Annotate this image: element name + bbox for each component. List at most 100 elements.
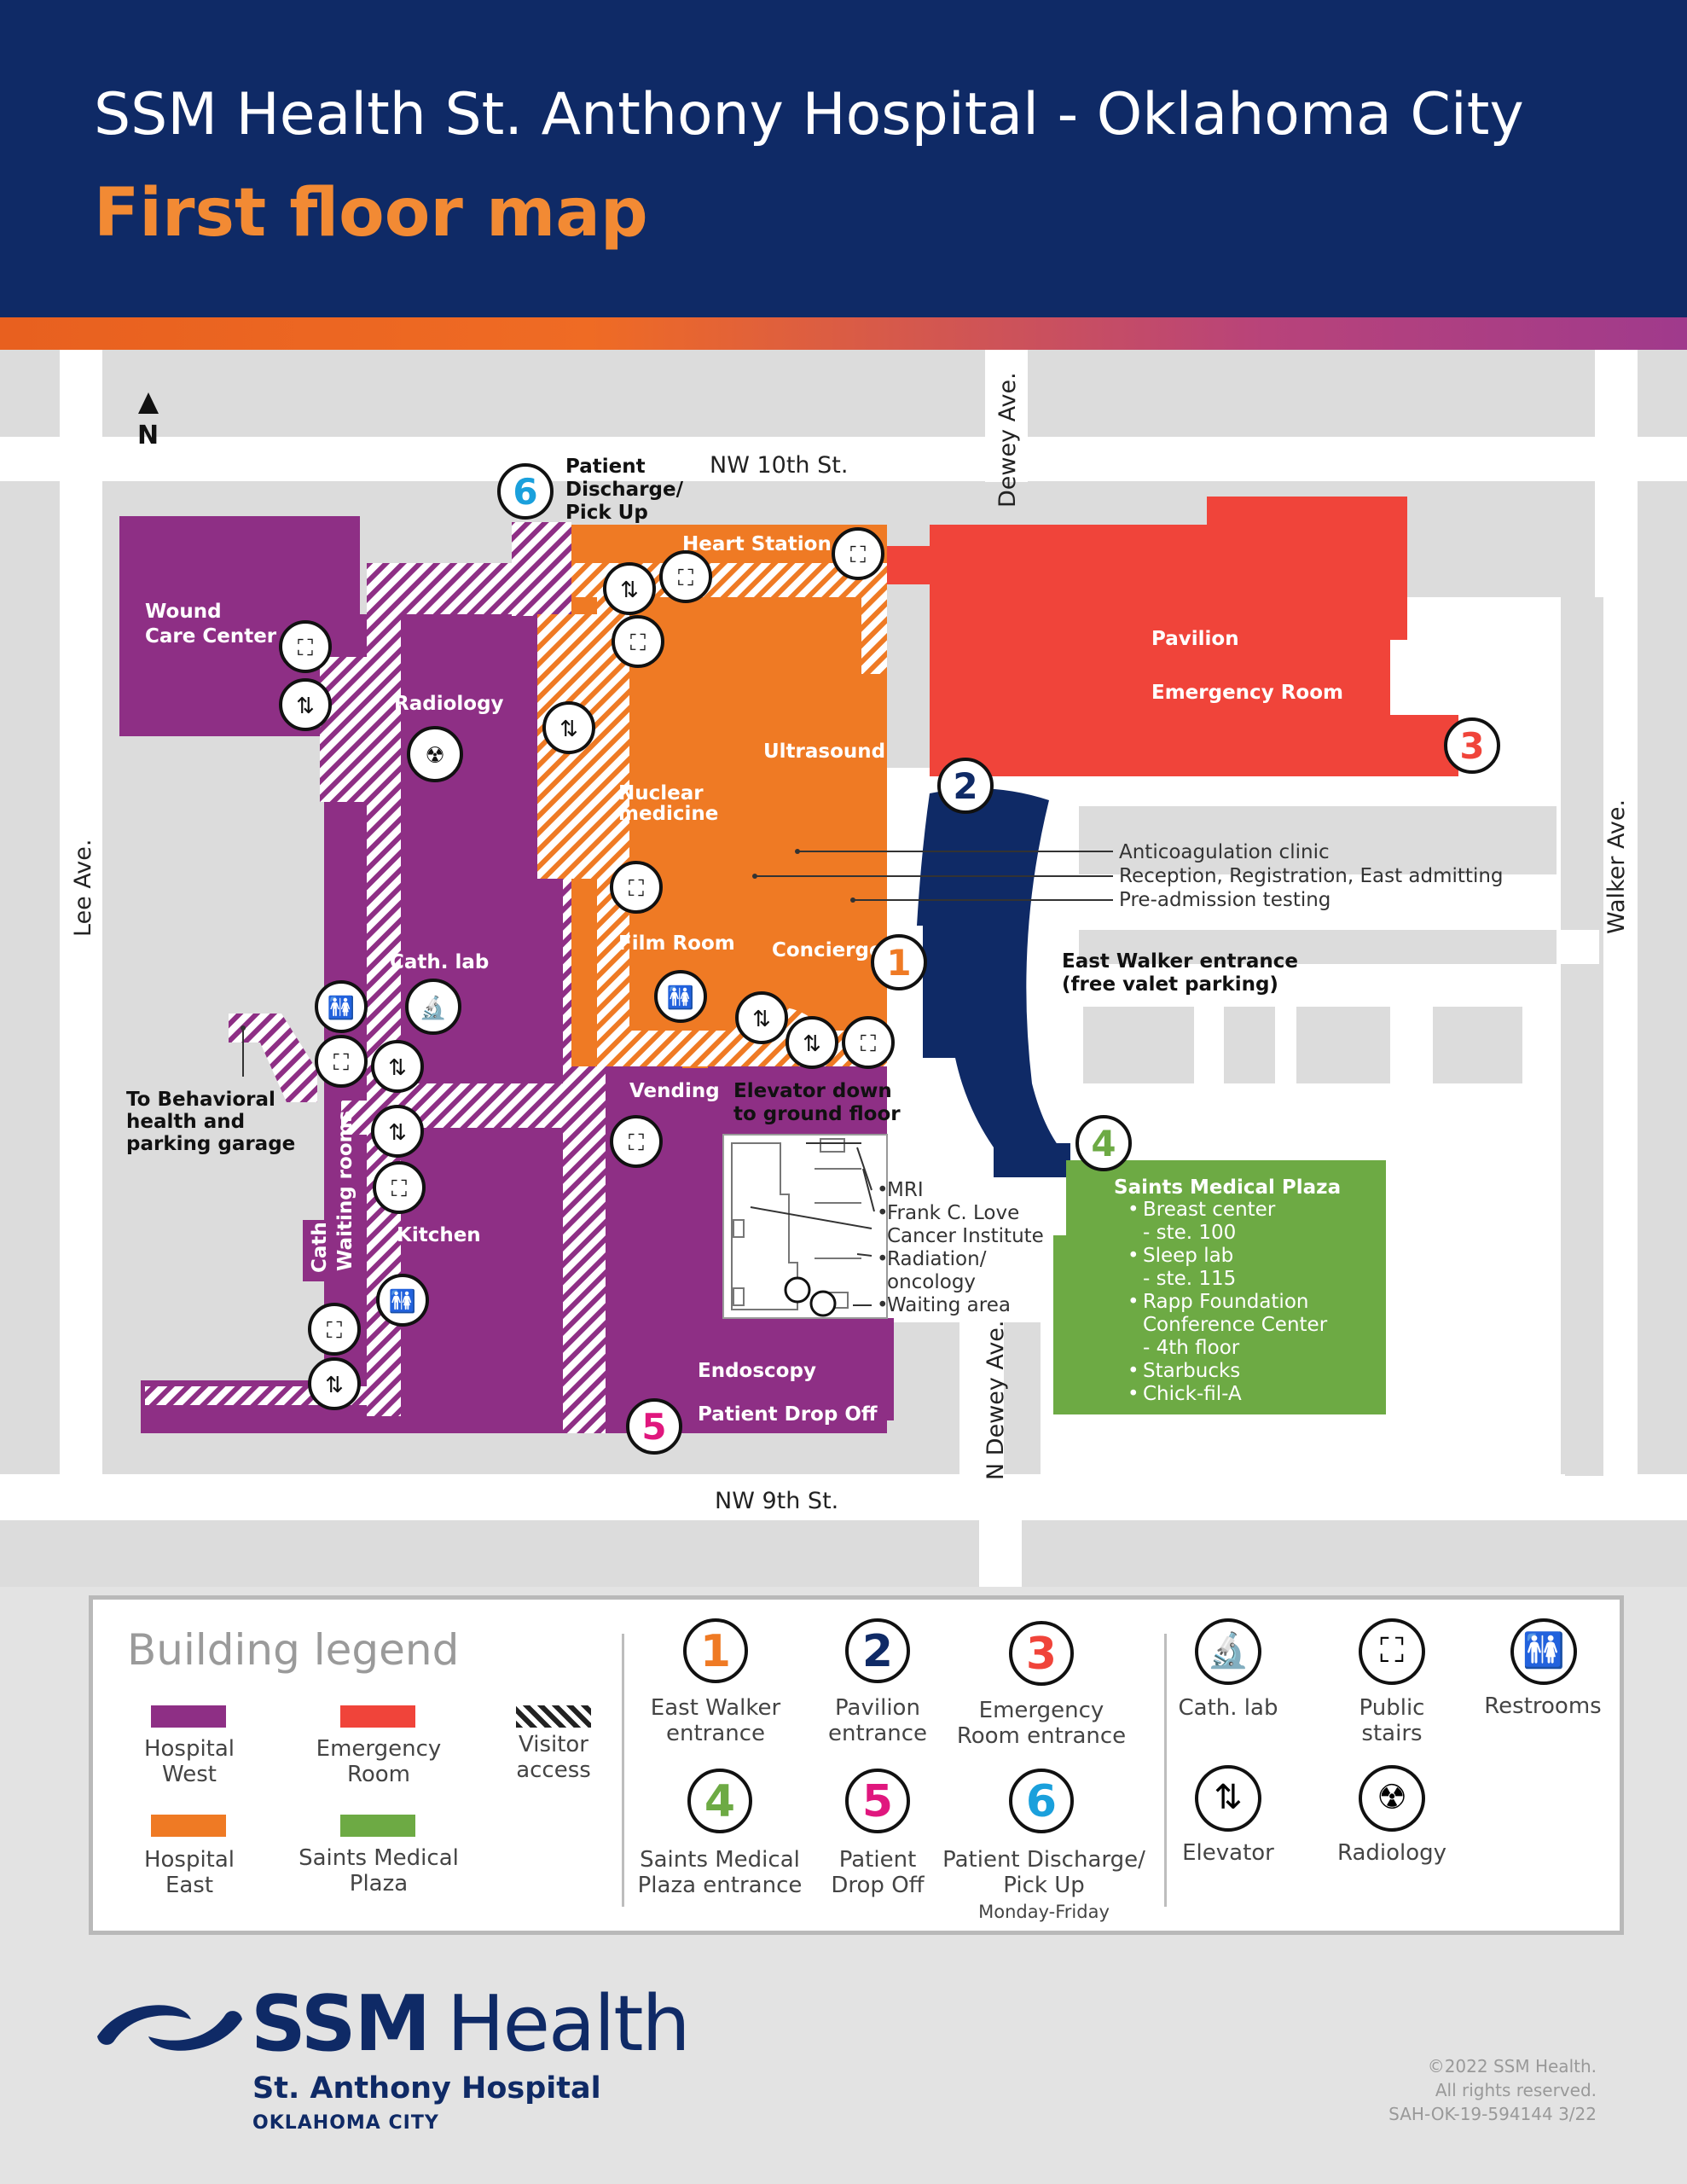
- swatch-hospital-west: [151, 1705, 226, 1728]
- plaza-line-5: Rapp Foundation: [1143, 1291, 1308, 1313]
- svg-text:☢: ☢: [425, 743, 444, 769]
- legend-badge-4: 4: [687, 1769, 752, 1833]
- label-film-room: Film Room: [618, 932, 735, 955]
- stairs-icon: ⛶: [612, 615, 664, 668]
- stairs-icon: ⛶: [279, 620, 332, 673]
- plaza-line-9: Chick-fil-A: [1143, 1383, 1242, 1405]
- entrance-marker-1: 1: [871, 934, 927, 990]
- stairs-icon: ⛶: [842, 1016, 895, 1069]
- callout-anticoagulation: Anticoagulation clinic: [1119, 841, 1330, 863]
- label-discharge-1: Patient: [565, 456, 646, 478]
- ground-list-waiting: Waiting area: [887, 1294, 1011, 1316]
- label-patient-drop-off: Patient Drop Off: [698, 1403, 878, 1426]
- svg-text:⇅: ⇅: [752, 1007, 771, 1032]
- label-waiting-rooms: Waiting rooms: [334, 1111, 357, 1271]
- svg-text:•: •: [877, 1248, 889, 1270]
- label-nuclear-2: medicine: [618, 803, 718, 825]
- stairs-icon: ⛶: [832, 527, 884, 580]
- label-walker: Walker Ave.: [1603, 799, 1630, 934]
- svg-text:6: 6: [513, 471, 537, 513]
- svg-text:⛶: ⛶: [850, 543, 866, 568]
- entrance-marker-5: 5: [626, 1398, 682, 1455]
- microscope-icon: 🔬: [405, 979, 461, 1035]
- label-behavioral-3: parking garage: [126, 1133, 295, 1155]
- svg-text:⛶: ⛶: [391, 1176, 407, 1202]
- svg-text:⇅: ⇅: [388, 1120, 407, 1146]
- legend-divider: [622, 1634, 624, 1907]
- label-emergency-room: Emergency Room: [1151, 682, 1343, 704]
- label-behavioral-2: health and: [126, 1111, 245, 1133]
- svg-text:⛶: ⛶: [678, 566, 693, 591]
- svg-text:•: •: [1128, 1291, 1139, 1313]
- ground-list-radiation-1: Radiation/: [887, 1248, 987, 1270]
- restroom-icon: 🚻: [376, 1274, 429, 1327]
- elevator-icon: ⇅: [1195, 1765, 1261, 1832]
- label-pavilion: Pavilion: [1151, 628, 1239, 650]
- label-dewey: Dewey Ave.: [994, 372, 1021, 508]
- elevator-icon: ⇅: [371, 1105, 424, 1158]
- elevator-icon: ⇅: [371, 1040, 424, 1093]
- stairs-icon: ⛶: [373, 1161, 426, 1214]
- legend-title: Building legend: [127, 1625, 460, 1675]
- label-n-dewey: N Dewey Ave.: [983, 1321, 1009, 1481]
- legend-restrooms: Restrooms: [1484, 1693, 1602, 1719]
- stairs-icon: ⛶: [659, 550, 712, 603]
- legend-badge-6: 6: [1009, 1769, 1074, 1833]
- svg-text:4: 4: [1091, 1123, 1116, 1165]
- svg-text:•: •: [1128, 1360, 1139, 1382]
- svg-text:⇅: ⇅: [803, 1031, 821, 1057]
- svg-text:⛶: ⛶: [298, 636, 313, 661]
- street-nw9: [0, 1474, 1687, 1520]
- label-saints-plaza: Saints Medical Plaza: [1114, 1176, 1341, 1199]
- north-label: N: [137, 421, 159, 450]
- svg-text:3: 3: [1459, 725, 1484, 767]
- ground-list-frank-1: Frank C. Love: [887, 1202, 1019, 1224]
- svg-text:•: •: [877, 1179, 889, 1201]
- label-endoscopy: Endoscopy: [698, 1360, 816, 1382]
- label-wound-2: Care Center: [145, 625, 277, 648]
- label-nw10: NW 10th St.: [710, 452, 848, 479]
- svg-text:•: •: [1128, 1199, 1139, 1221]
- svg-text:⛶: ⛶: [327, 1318, 342, 1344]
- svg-text:•: •: [877, 1202, 889, 1224]
- swatch-hospital-east: [151, 1815, 226, 1837]
- callout-reception: Reception, Registration, East admitting: [1119, 865, 1504, 887]
- elevator-icon: ⇅: [542, 701, 595, 754]
- svg-text:🚻: 🚻: [667, 985, 694, 1011]
- floor-map: N NW 10th St. NW 9th St. Lee Ave. Walker…: [0, 350, 1687, 1587]
- stairs-icon: ⛶: [1359, 1618, 1425, 1685]
- restroom-icon: 🚻: [1510, 1618, 1577, 1685]
- svg-text:•: •: [1128, 1383, 1139, 1405]
- label-wound-1: Wound: [145, 601, 222, 623]
- emergency-room-building: [930, 497, 1458, 776]
- plaza-line-4: - ste. 115: [1143, 1268, 1236, 1290]
- restroom-icon: 🚻: [315, 980, 368, 1033]
- plaza-line-3: Sleep lab: [1143, 1245, 1233, 1267]
- label-lee: Lee Ave.: [70, 839, 96, 937]
- stairs-icon: ⛶: [610, 861, 663, 914]
- svg-text:⇅: ⇅: [388, 1055, 407, 1081]
- label-east-walker-2: (free valet parking): [1062, 973, 1278, 996]
- label-kitchen: Kitchen: [397, 1224, 481, 1246]
- label-ultrasound: Ultrasound: [763, 741, 885, 763]
- swatch-visitor-access: [516, 1705, 591, 1728]
- copyright: ©2022 SSM Health. All rights reserved. S…: [1388, 2056, 1597, 2124]
- legend-badge-1: 1: [683, 1618, 748, 1683]
- svg-text:⇅: ⇅: [559, 717, 578, 742]
- svg-text:🔬: 🔬: [420, 994, 447, 1021]
- logo-city: OKLAHOMA CITY: [252, 2112, 439, 2134]
- header-banner: SSM Health St. Anthony Hospital - Oklaho…: [0, 0, 1687, 317]
- label-vending: Vending: [629, 1080, 720, 1102]
- svg-text:⇅: ⇅: [296, 694, 315, 719]
- entrance-marker-2: 2: [937, 758, 994, 814]
- gradient-stripe: [0, 317, 1687, 350]
- entrance-marker-4: 4: [1075, 1115, 1132, 1171]
- svg-text:⛶: ⛶: [861, 1031, 876, 1057]
